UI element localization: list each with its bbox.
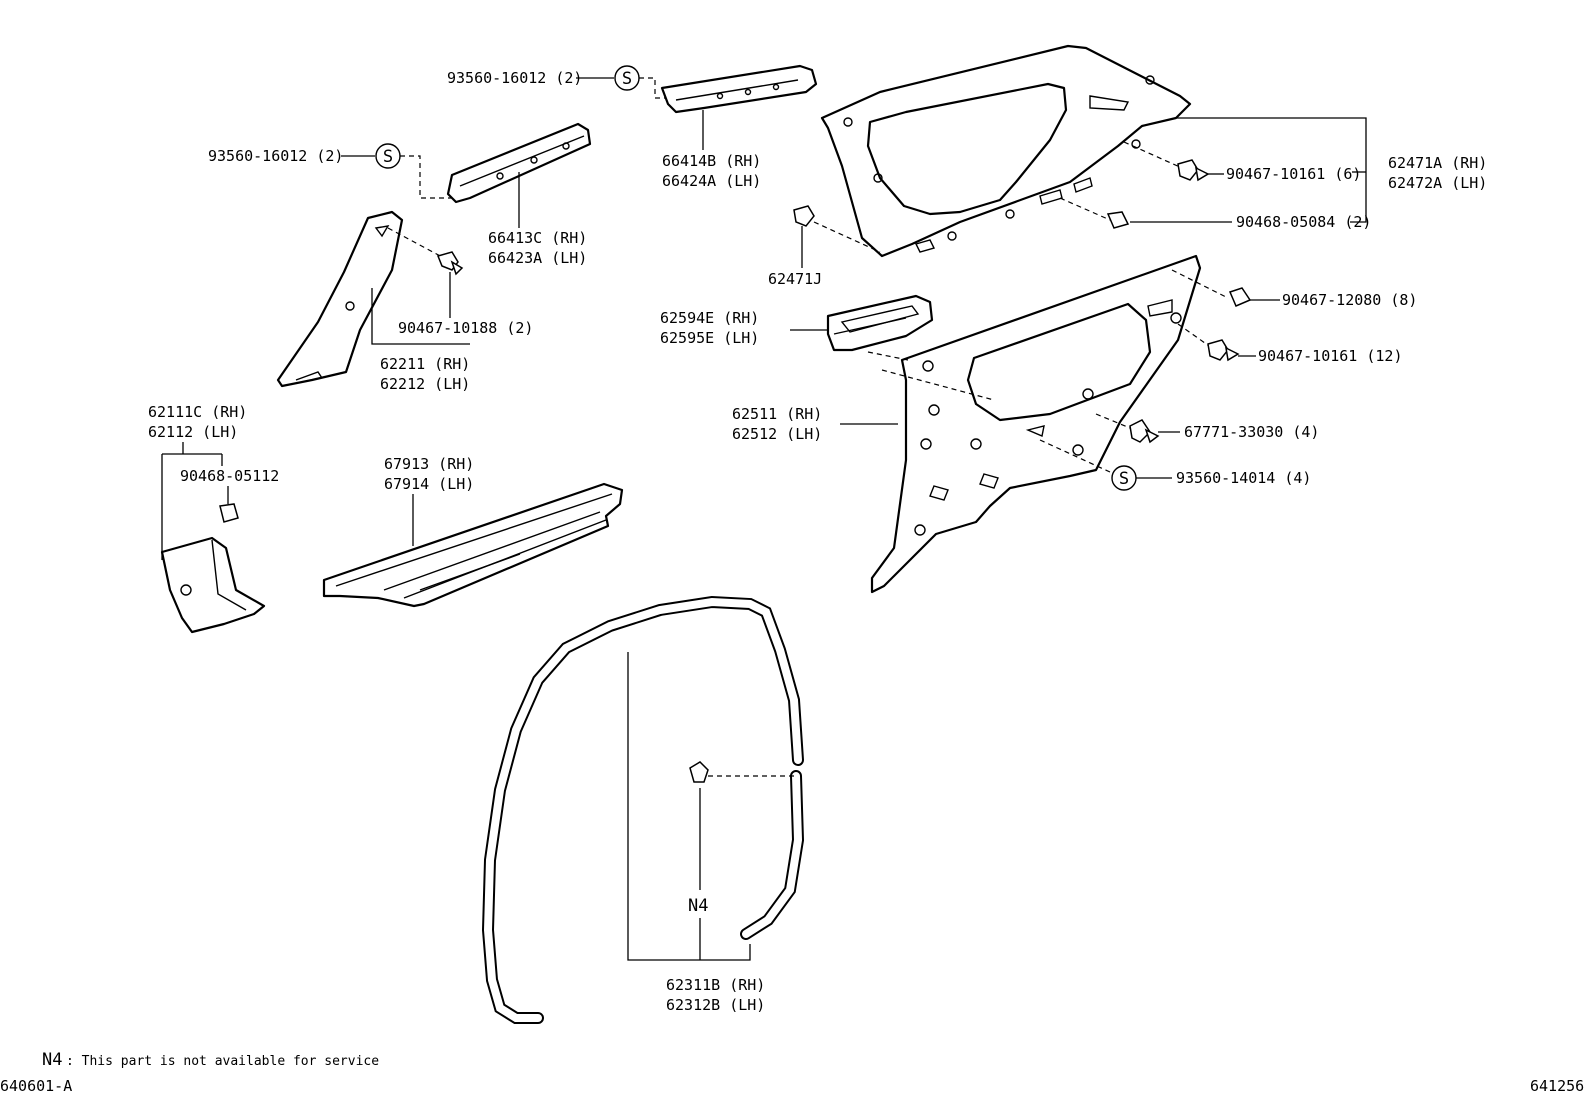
label-90467-10161-6: 90467-10161 (6) — [1226, 165, 1361, 183]
footer-note-text: : This part is not available for service — [66, 1054, 379, 1069]
label-62211: 62211 (RH) — [380, 355, 470, 373]
label-66424a: 66424A (LH) — [662, 172, 761, 190]
s-marker-lower: S — [1111, 465, 1137, 491]
footer-right-code: 641256 — [1530, 1077, 1584, 1095]
label-67913: 67913 (RH) — [384, 455, 474, 473]
label-62594e: 62594E (RH) — [660, 309, 759, 327]
label-90467-10161-12: 90467-10161 (12) — [1258, 347, 1403, 365]
clip-62471j — [793, 205, 815, 227]
footer-left-code: 640601-A — [0, 1077, 72, 1095]
part-62471a-upper-quarter-trim — [820, 44, 1192, 258]
clip-90467-12080 — [1228, 287, 1252, 307]
s-marker-top-letter: S — [622, 69, 632, 89]
part-62111c-cowl — [160, 536, 266, 634]
part-66413c-rail — [446, 122, 592, 204]
part-62211-pillar — [276, 210, 404, 388]
label-67914: 67914 (LH) — [384, 475, 474, 493]
label-62512: 62512 (LH) — [732, 425, 822, 443]
part-62594e-box — [826, 294, 934, 352]
label-66413c: 66413C (RH) — [488, 229, 587, 247]
clip-90467-10161-lower — [1207, 339, 1240, 362]
label-62471j: 62471J — [768, 270, 822, 288]
clip-weatherstrip — [689, 761, 709, 783]
label-62595e: 62595E (LH) — [660, 329, 759, 347]
s-marker-mid: S — [375, 143, 401, 169]
clip-90467-10161-upper — [1177, 159, 1210, 182]
label-66423a: 66423A (LH) — [488, 249, 587, 267]
label-90468-05084: 90468-05084 (2) — [1236, 213, 1371, 231]
label-62472a: 62472A (LH) — [1388, 174, 1487, 192]
label-67771-33030: 67771-33030 (4) — [1184, 423, 1319, 441]
label-90467-12080: 90467-12080 (8) — [1282, 291, 1417, 309]
label-93560-14014: 93560-14014 (4) — [1176, 469, 1311, 487]
label-62311b: 62311B (RH) — [666, 976, 765, 994]
s-marker-top: S — [614, 65, 640, 91]
label-62312b: 62312B (LH) — [666, 996, 765, 1014]
label-n4: N4 — [688, 896, 708, 916]
label-90468-05112: 90468-05112 — [180, 467, 279, 485]
label-93560-16012-top: 93560-16012 (2) — [447, 69, 582, 87]
label-93560-16012-mid: 93560-16012 (2) — [208, 147, 343, 165]
clip-90467-10188 — [436, 251, 464, 276]
s-marker-lower-letter: S — [1119, 469, 1129, 489]
label-66414b: 66414B (RH) — [662, 152, 761, 170]
label-90467-10188: 90467-10188 (2) — [398, 319, 533, 337]
label-62471a: 62471A (RH) — [1388, 154, 1487, 172]
part-67913-scuff-plate — [322, 482, 624, 608]
label-62511: 62511 (RH) — [732, 405, 822, 423]
part-66414b-rail — [660, 64, 818, 114]
part-62511-quarter-panel — [870, 254, 1202, 594]
label-62112: 62112 (LH) — [148, 423, 238, 441]
clip-67771-33030 — [1129, 419, 1160, 444]
clip-90468-05112 — [219, 503, 239, 523]
part-62311b-weatherstrip — [481, 595, 805, 1024]
label-62111c: 62111C (RH) — [148, 403, 247, 421]
footer-note-tag: N4 — [42, 1050, 62, 1070]
label-62212: 62212 (LH) — [380, 375, 470, 393]
s-marker-mid-letter: S — [383, 147, 393, 167]
clip-90468-05084 — [1106, 211, 1130, 229]
